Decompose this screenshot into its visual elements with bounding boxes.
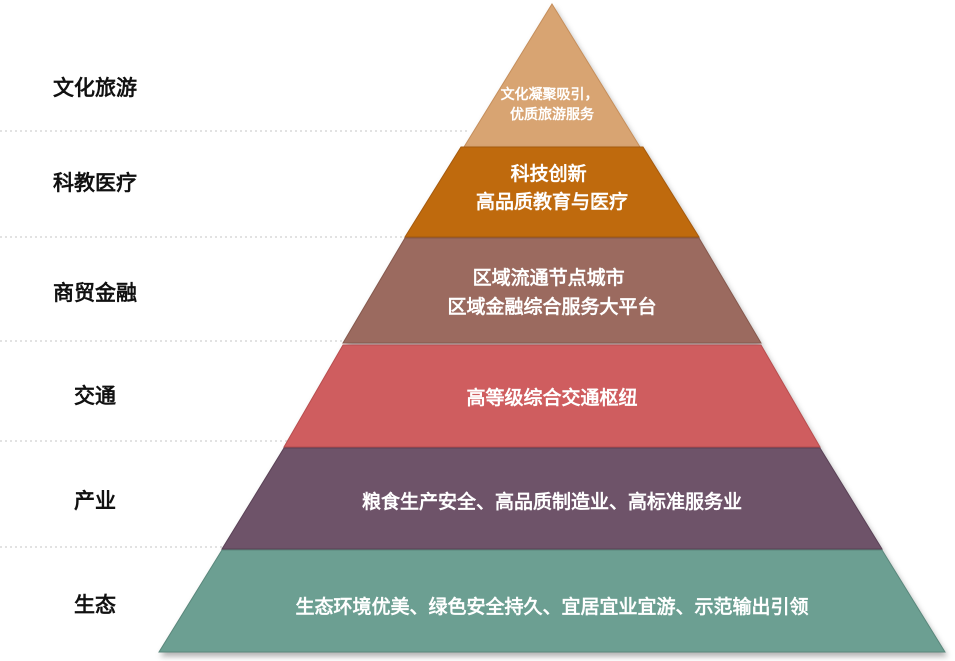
tier-text: 生态环境优美、绿色安全持久、宜居宜业宜游、示范输出引领 — [295, 595, 808, 618]
side-label-transport: 交通 — [74, 384, 116, 408]
tier-culture-tourism: 文化凝聚吸引， 优质旅游服务 — [463, 3, 641, 148]
separator-lines — [0, 130, 470, 548]
tier-industry: 粮食生产安全、高品质制造业、高标准服务业 — [221, 447, 883, 550]
tier-commerce-finance: 区域流通节点城市 区域金融综合服务大平台 — [342, 237, 762, 344]
side-label-culture-tourism: 文化旅游 — [53, 76, 137, 100]
side-label-ecology: 生态 — [74, 593, 116, 617]
tier-shape — [221, 447, 883, 550]
tier-text: 粮食生产安全、高品质制造业、高标准服务业 — [362, 490, 742, 513]
tier-transport: 高等级综合交通枢纽 — [283, 344, 821, 448]
side-label-industry: 产业 — [74, 489, 116, 513]
tier-shape — [283, 344, 821, 448]
side-label-science-education-medical: 科教医疗 — [53, 171, 137, 195]
tier-shape — [158, 549, 946, 653]
tier-shape — [463, 3, 641, 148]
tier-text: 区域流通节点城市 区域金融综合服务大平台 — [447, 266, 656, 318]
tier-shape — [404, 146, 700, 238]
tier-shape — [342, 237, 762, 344]
tier-text: 科技创新 高品质教育与医疗 — [476, 162, 628, 213]
tier-text: 文化凝聚吸引， 优质旅游服务 — [501, 86, 604, 123]
tier-ecology: 生态环境优美、绿色安全持久、宜居宜业宜游、示范输出引领 — [158, 549, 946, 653]
tier-science-education-medical: 科技创新 高品质教育与医疗 — [404, 146, 700, 238]
side-label-commerce-finance: 商贸金融 — [53, 281, 137, 305]
tier-text: 高等级综合交通枢纽 — [466, 386, 637, 409]
